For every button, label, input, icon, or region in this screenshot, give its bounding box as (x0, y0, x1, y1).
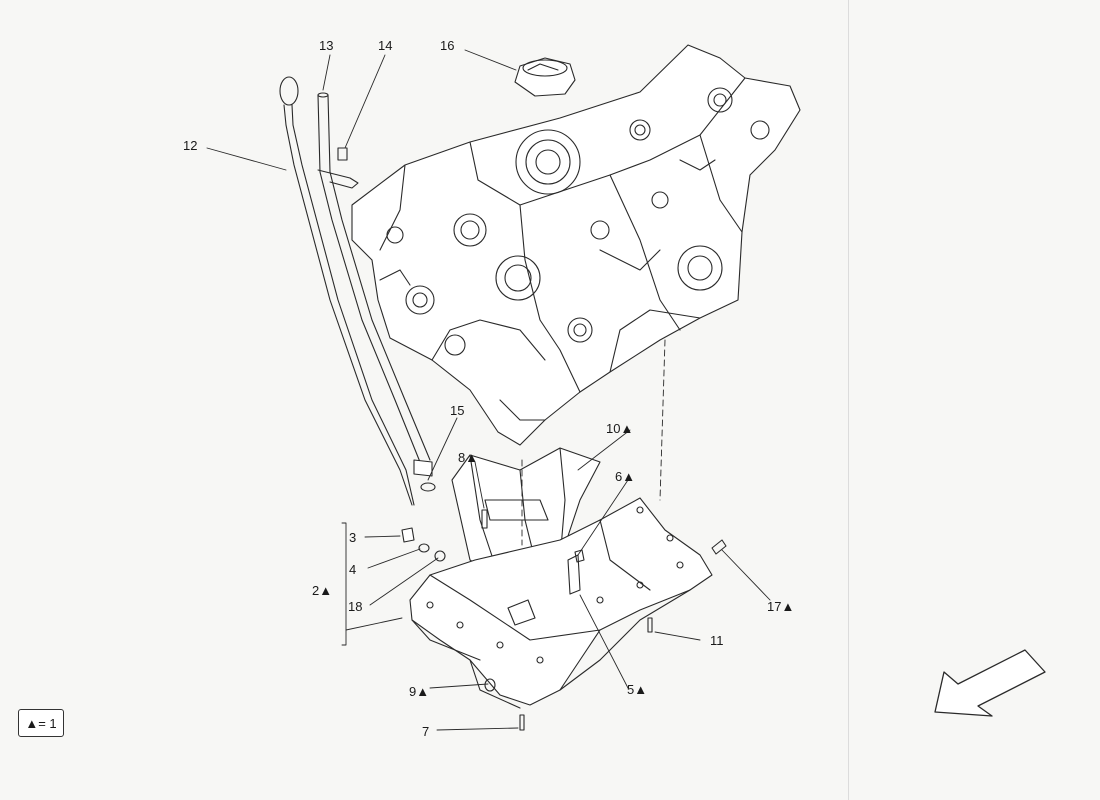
callout-7: 7 (422, 724, 430, 739)
callout-9: 9▲ (409, 684, 430, 699)
sensor-6 (574, 549, 585, 563)
legend-text: ▲= 1 (25, 715, 57, 731)
bolt-11 (647, 617, 653, 633)
seal-ring-15 (420, 482, 436, 492)
callout-11: 11 (710, 633, 724, 648)
callout-6: 6▲ (615, 469, 636, 484)
stud-17 (711, 539, 727, 555)
oil-filler-cap (514, 57, 576, 97)
direction-arrow-icon (934, 649, 1046, 717)
bolt-8 (481, 509, 488, 529)
seal-18 (434, 550, 446, 562)
dipstick (279, 76, 415, 506)
callout-18: 18 (348, 599, 363, 614)
page-divider (848, 0, 849, 800)
drain-bolt-7 (519, 714, 525, 731)
callout-10: 10▲ (606, 421, 634, 436)
callout-14: 14 (378, 38, 393, 53)
callout-2: 2▲ (312, 583, 333, 598)
plug-3 (401, 527, 415, 543)
callout-5: 5▲ (627, 682, 648, 697)
plug-9 (484, 678, 496, 692)
callout-13: 13 (319, 38, 334, 53)
engine-block (351, 44, 801, 446)
pump-part (507, 599, 536, 626)
callout-12: 12 (183, 138, 198, 153)
oil-sump (409, 497, 713, 709)
callout-17: 17▲ (767, 599, 795, 614)
callout-15: 15 (450, 403, 465, 418)
callout-8: 8▲ (458, 450, 479, 465)
callout-16: 16 (440, 38, 455, 53)
legend-quantity-note: ▲= 1 (18, 709, 64, 737)
callout-4: 4 (349, 562, 357, 577)
callout-3: 3 (349, 530, 357, 545)
washer-4 (418, 543, 430, 553)
leader-lines (206, 49, 771, 731)
sensor-5 (567, 554, 581, 595)
dipstick-guide-tube (317, 92, 433, 477)
